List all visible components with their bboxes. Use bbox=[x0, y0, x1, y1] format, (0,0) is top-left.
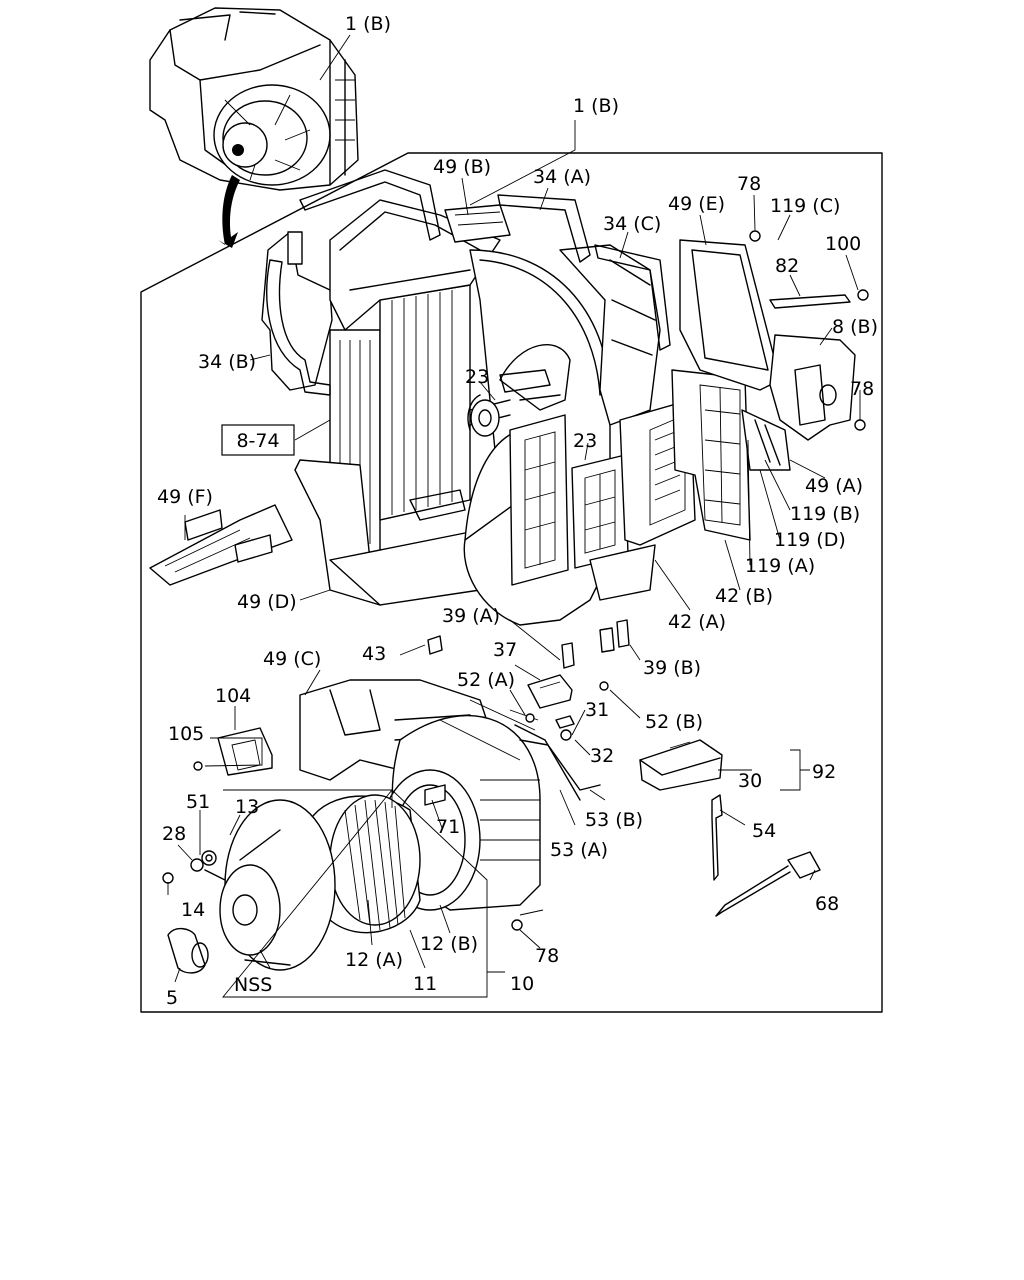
callout-label: 12 (A) bbox=[345, 949, 403, 971]
callout-label: 39 (A) bbox=[442, 605, 500, 627]
callout-label: 49 (C) bbox=[263, 648, 321, 670]
callout-label: 119 (B) bbox=[790, 503, 860, 525]
exploded-view-arrow bbox=[218, 175, 240, 248]
callout-label: 28 bbox=[162, 823, 186, 845]
blower-assembly bbox=[162, 679, 541, 974]
callout-label: 39 (B) bbox=[643, 657, 701, 679]
callout-label: 119 (D) bbox=[774, 529, 846, 551]
assembled-unit-thumbnail bbox=[149, 7, 359, 191]
callout-label: 5 bbox=[166, 987, 178, 1009]
callout-label: 42 (B) bbox=[715, 585, 773, 607]
callout-label: 119 (C) bbox=[770, 195, 840, 217]
callout-label: 14 bbox=[181, 899, 205, 921]
callout-label: 49 (D) bbox=[237, 591, 297, 613]
callout-label: 78 bbox=[737, 173, 761, 195]
bracket-8b bbox=[769, 294, 856, 441]
callout-label: 49 (E) bbox=[668, 193, 725, 215]
callout-label: 82 bbox=[775, 255, 799, 277]
callout-label: 53 (A) bbox=[550, 839, 608, 861]
callout-label: 78 bbox=[850, 378, 874, 400]
detail-frame bbox=[140, 152, 883, 1013]
callout-label: 11 bbox=[413, 973, 437, 995]
callout-label: 34 (A) bbox=[533, 166, 591, 188]
callout-label: 92 bbox=[812, 761, 836, 783]
control-unit bbox=[639, 739, 821, 917]
callout-label: 37 bbox=[493, 639, 517, 661]
callout-label: 23 bbox=[573, 430, 597, 452]
callout-label: 51 bbox=[186, 791, 210, 813]
callout-label: 12 (B) bbox=[420, 933, 478, 955]
callout-label: 49 (F) bbox=[157, 486, 213, 508]
screws-top-right bbox=[749, 230, 869, 431]
reference-box bbox=[221, 424, 295, 456]
callout-label: 1 (B) bbox=[345, 13, 391, 35]
callout-label: 49 (B) bbox=[433, 156, 491, 178]
actuator-linkage bbox=[427, 619, 630, 801]
callout-label: 52 (B) bbox=[645, 711, 703, 733]
callout-label: 68 bbox=[815, 893, 839, 915]
callout-label: 30 bbox=[738, 770, 762, 792]
callout-label: 34 (B) bbox=[198, 351, 256, 373]
callout-label: 78 bbox=[535, 945, 559, 967]
callout-label: 8 (B) bbox=[832, 316, 878, 338]
callout-label: 32 bbox=[590, 745, 614, 767]
callout-label: 49 (A) bbox=[805, 475, 863, 497]
callout-label: 53 (B) bbox=[585, 809, 643, 831]
callout-label: 119 (A) bbox=[745, 555, 815, 577]
callout-label: 31 bbox=[585, 699, 609, 721]
upper-case-assembly bbox=[149, 169, 791, 626]
callout-label: 23 bbox=[465, 366, 489, 388]
callout-label: NSS bbox=[234, 974, 272, 996]
reference-box-label: 8-74 bbox=[236, 430, 279, 452]
callout-label: 13 bbox=[235, 796, 259, 818]
callout-label: 105 bbox=[168, 723, 204, 745]
callout-label: 52 (A) bbox=[457, 669, 515, 691]
callout-label: 54 bbox=[752, 820, 776, 842]
callout-label: 100 bbox=[825, 233, 861, 255]
callout-label: 10 bbox=[510, 973, 534, 995]
callout-label: 43 bbox=[362, 643, 386, 665]
callout-labels: 1 (B) 1 (B) 49 (B) 34 (A) 34 (C) 49 (E) … bbox=[157, 13, 878, 1009]
callout-label: 42 (A) bbox=[668, 611, 726, 633]
callout-label: 34 (C) bbox=[603, 213, 661, 235]
callout-label: 104 bbox=[215, 685, 251, 707]
callout-label: 1 (B) bbox=[573, 95, 619, 117]
leader-lines bbox=[167, 34, 861, 998]
callout-label: 71 bbox=[436, 816, 460, 838]
